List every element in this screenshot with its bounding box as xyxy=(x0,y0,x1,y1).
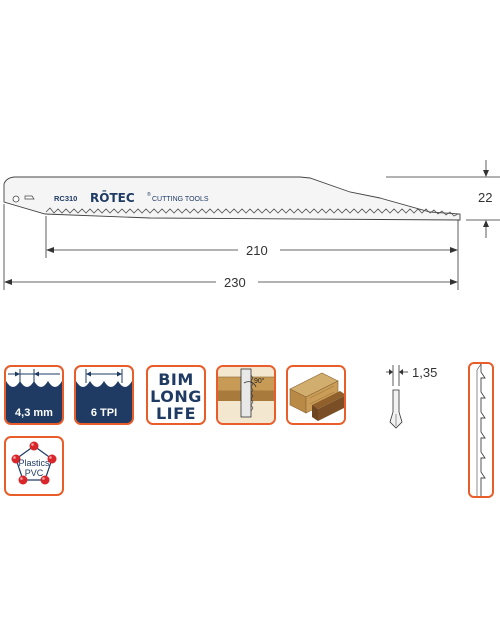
thickness-svg: 1,35 xyxy=(386,365,437,429)
bim-line-2: LONG xyxy=(150,387,202,406)
tpi-badge: 6 TPI xyxy=(74,365,134,425)
bim-line-3: LIFE xyxy=(155,404,196,423)
plastics-pvc-badge: Plastics PVC xyxy=(4,436,64,496)
height-arrow-top xyxy=(483,170,489,177)
tang-hole xyxy=(12,195,20,203)
height-value: 22 xyxy=(478,190,492,205)
plastics-label: Plastics xyxy=(18,458,50,468)
straight-cut-badge: 90° xyxy=(216,365,276,425)
blade-svg: RC310 RŌTEC ® CUTTING TOOLS 22 210 230 xyxy=(3,160,500,290)
tooth-profile-panel xyxy=(468,362,494,498)
tpi-label: 6 TPI xyxy=(90,407,118,419)
blade-brand: RŌTEC xyxy=(90,190,135,205)
total-length-value: 230 xyxy=(224,275,246,290)
angle-label: 90° xyxy=(254,377,265,385)
thickness-diagram: 1,35 xyxy=(378,360,458,440)
working-arrow-left xyxy=(46,247,54,253)
blade-teeth xyxy=(45,207,459,217)
molecule-icon xyxy=(11,441,57,485)
tooth-profile-icon xyxy=(476,364,486,496)
pitch-icon xyxy=(6,367,62,389)
wood-material-badge xyxy=(286,365,346,425)
height-arrow-bottom xyxy=(483,220,489,227)
bim-text: BIM LONG LIFE xyxy=(148,371,204,422)
thickness-value: 1,35 xyxy=(412,365,437,380)
blade-drawing: RC310 RŌTEC ® CUTTING TOOLS 22 210 230 xyxy=(0,150,500,300)
blade-brand-suffix: CUTTING TOOLS xyxy=(152,196,209,203)
tooth-pitch-label: 4,3 mm xyxy=(15,407,53,419)
wood-beams-icon xyxy=(288,367,344,423)
bim-line-1: BIM xyxy=(158,370,194,389)
tooth-pitch-badge: 4,3 mm xyxy=(4,365,64,425)
working-arrow-right xyxy=(450,247,458,253)
pvc-label: PVC xyxy=(24,468,44,478)
total-arrow-left xyxy=(4,279,12,285)
total-arrow-right xyxy=(450,279,458,285)
blade-model: RC310 xyxy=(54,194,77,203)
working-length-value: 210 xyxy=(246,243,268,258)
blade-registered: ® xyxy=(147,191,151,198)
straight-cut-icon: 90° xyxy=(218,367,274,423)
tpi-icon xyxy=(76,367,132,389)
bim-long-life-badge: BIM LONG LIFE xyxy=(146,365,206,425)
tang-notch xyxy=(24,195,35,200)
